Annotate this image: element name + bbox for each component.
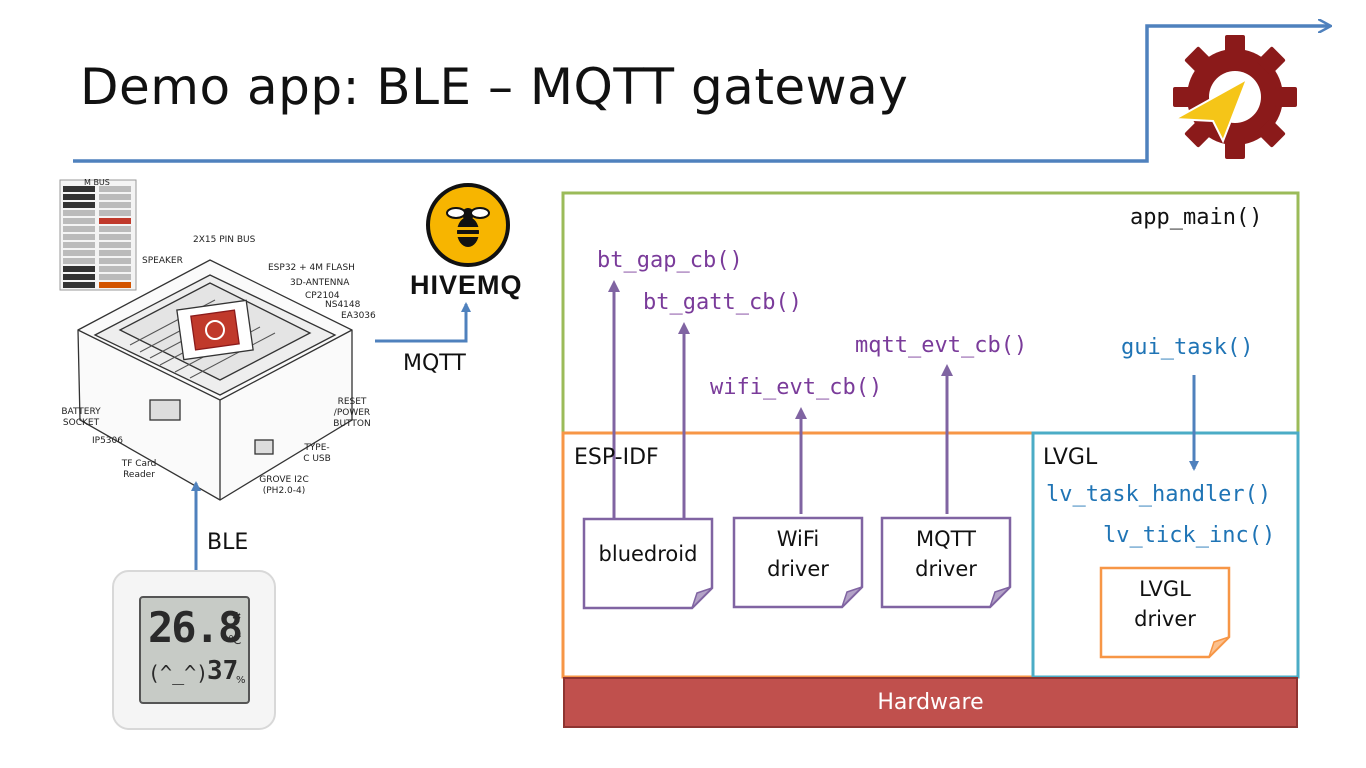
- bluedroid-label: bluedroid: [598, 542, 698, 566]
- bluetooth-icon: ✱: [232, 610, 242, 623]
- board-label-cp2104: CP2104: [305, 291, 340, 301]
- board-label-ns4148: NS4148: [325, 300, 361, 310]
- sensor-humidity: 37: [207, 656, 239, 686]
- board-label-speaker: SPEAKER: [142, 256, 183, 266]
- mqtt-driver-label: MQTT driver: [882, 524, 1010, 584]
- board-label-ea3036: EA3036: [341, 311, 376, 321]
- m5stack-board-illustration: [77, 259, 353, 501]
- board-label-battery-socket: BATTERY SOCKET: [61, 407, 101, 428]
- board-label-flash: ESP32 + 4M FLASH: [268, 263, 355, 273]
- board-label-ip5306: IP5306: [92, 436, 123, 446]
- bt-gap-cb-label: bt_gap_cb(): [597, 248, 743, 273]
- lv-task-handler-label: lv_task_handler(): [1046, 482, 1272, 507]
- mqtt-label: MQTT: [403, 351, 466, 376]
- gui-task-label: gui_task(): [1121, 335, 1254, 360]
- mqtt-connection-arrow: [375, 302, 471, 343]
- hardware-label: Hardware: [877, 690, 984, 715]
- m-bus-pin-table: [59, 179, 137, 291]
- lvgl-label: LVGL: [1043, 445, 1098, 470]
- page-title: Demo app: BLE – MQTT gateway: [80, 58, 909, 116]
- board-label-tf-card: TF Card Reader: [121, 459, 157, 480]
- sensor-humidity-unit: %: [236, 675, 246, 686]
- mqtt-evt-cb-label: mqtt_evt_cb(): [855, 333, 1028, 358]
- lv-tick-inc-label: lv_tick_inc(): [1103, 523, 1276, 548]
- wifi-driver-line-2: driver: [767, 557, 829, 581]
- hivemq-bee-icon: [426, 183, 510, 267]
- bt-gatt-cb-label: bt_gatt_cb(): [643, 290, 802, 315]
- lvgl-driver-line-1: LVGL: [1139, 577, 1191, 601]
- app-main-label: app_main(): [1130, 205, 1263, 230]
- wifi-driver-label: WiFi driver: [734, 524, 862, 584]
- sensor-face: (^_^): [148, 661, 209, 685]
- ble-label: BLE: [207, 530, 249, 555]
- board-label-antenna: 3D-ANTENNA: [290, 278, 350, 288]
- board-label-pin-bus: 2X15 PIN BUS: [193, 235, 256, 245]
- thermometer-hygrometer-device: [112, 570, 276, 730]
- hardware-layer: Hardware: [563, 677, 1298, 728]
- board-label-type-c: TYPE-C USB: [303, 443, 331, 464]
- wifi-driver-line-1: WiFi: [776, 527, 820, 551]
- sensor-temperature: 26.8: [148, 603, 243, 652]
- board-label-m-bus: M BUS: [84, 178, 110, 187]
- lvgl-driver-line-2: driver: [1134, 607, 1196, 631]
- hivemq-label: HIVEMQ: [410, 270, 523, 300]
- esp-idf-label: ESP-IDF: [574, 445, 659, 470]
- board-label-grove: GROVE I2C (PH2.0-4): [259, 475, 309, 496]
- wifi-evt-cb-label: wifi_evt_cb(): [710, 375, 883, 400]
- gear-icon: [1171, 35, 1297, 159]
- lvgl-driver-label: LVGL driver: [1101, 574, 1229, 634]
- header-rule: [73, 26, 1330, 163]
- sensor-temperature-unit: ℃: [228, 633, 242, 647]
- board-label-reset: RESET /POWER BUTTON: [333, 397, 371, 429]
- mqtt-driver-line-1: MQTT: [916, 527, 976, 551]
- mqtt-driver-line-2: driver: [915, 557, 977, 581]
